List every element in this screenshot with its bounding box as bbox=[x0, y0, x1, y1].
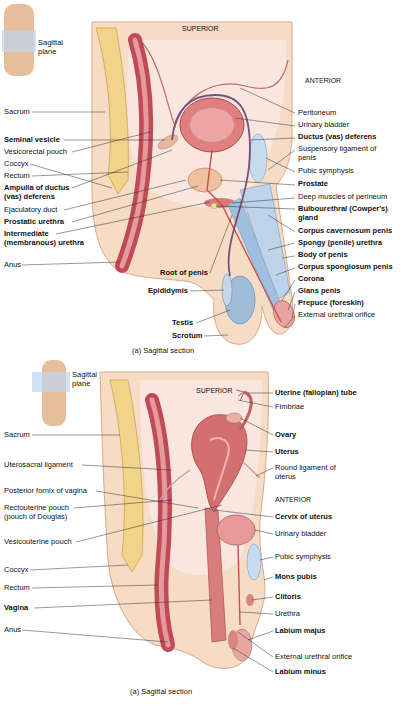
pubic-bone bbox=[247, 544, 261, 580]
part-label: Cervix of uterus bbox=[275, 512, 332, 521]
direction-label: ANTERIOR bbox=[275, 495, 311, 504]
part-label: Deep muscles of perineum bbox=[298, 192, 387, 201]
direction-label: SUPERIOR bbox=[182, 24, 219, 33]
part-label: Prepuce (foreskin) bbox=[298, 298, 364, 307]
prostate-shape bbox=[188, 168, 222, 192]
part-label: Ampulla of ductus (vas) deferens bbox=[4, 183, 79, 201]
part-label: External urethral orifice bbox=[298, 310, 375, 319]
body-section bbox=[92, 22, 293, 344]
part-label: Vesicouterine pouch bbox=[4, 537, 72, 546]
part-label: Scrotum bbox=[172, 331, 202, 340]
part-label: Sacrum bbox=[4, 107, 30, 116]
part-label: Urinary bladder bbox=[298, 120, 349, 129]
part-label: Body of penis bbox=[298, 250, 348, 259]
part-label: Coccyx bbox=[4, 159, 29, 168]
part-label: Corona bbox=[298, 274, 324, 283]
part-label: Vesicorectal pouch bbox=[4, 147, 67, 156]
part-label: Rectum bbox=[4, 583, 30, 592]
part-label: Rectum bbox=[4, 171, 30, 180]
part-label: Vagina bbox=[4, 603, 28, 612]
plane-label: Sagittal plane bbox=[72, 370, 104, 388]
part-label: External urethral orifice bbox=[275, 652, 352, 661]
uterus-shape bbox=[192, 415, 247, 512]
leader-line bbox=[22, 88, 295, 336]
part-label: Uterus bbox=[275, 447, 299, 456]
bladder-lumen bbox=[190, 108, 234, 142]
part-label: Prostate bbox=[298, 179, 328, 188]
sacrum-bone bbox=[110, 380, 143, 572]
part-label: Corpus cavernosum penis bbox=[298, 226, 392, 235]
male-illustration bbox=[2, 4, 298, 344]
part-label: Mons pubis bbox=[275, 572, 317, 581]
part-label: Ductus (vas) deferens bbox=[298, 132, 376, 141]
plane-band bbox=[2, 30, 36, 52]
part-label: Round ligament of uterus bbox=[275, 463, 350, 481]
figure-caption: (a) Sagittal section bbox=[130, 687, 192, 696]
rectum-tube bbox=[152, 400, 168, 645]
rectum-lumen bbox=[152, 400, 168, 645]
ductus-line bbox=[172, 95, 250, 276]
ovary-shape bbox=[226, 413, 242, 423]
part-label: Peritoneum bbox=[298, 108, 336, 117]
plane-band bbox=[32, 372, 70, 392]
body-section bbox=[100, 372, 269, 668]
part-label: Clitoris bbox=[275, 592, 301, 601]
part-label: Bulbourethral (Cowper's) gland bbox=[298, 204, 400, 222]
labium-shape bbox=[228, 630, 238, 650]
body-thumbnail bbox=[42, 360, 66, 426]
part-label: Testis bbox=[172, 318, 193, 327]
urethra-line bbox=[238, 545, 240, 625]
sacrum-bone bbox=[96, 28, 128, 194]
figure-caption: (a) Sagittal section bbox=[132, 346, 194, 355]
part-label: Epididymis bbox=[148, 286, 188, 295]
part-label: Uterosacral ligament bbox=[4, 460, 73, 469]
pubic-bone bbox=[249, 134, 267, 182]
direction-label: SUPERIOR bbox=[196, 386, 233, 395]
part-label: Coccyx bbox=[4, 565, 29, 574]
part-label: Sacrum bbox=[4, 430, 30, 439]
part-label: Root of penis bbox=[160, 268, 208, 277]
part-label: Fimbriae bbox=[275, 402, 304, 411]
glans-shape bbox=[270, 297, 298, 330]
direction-label: ANTERIOR bbox=[305, 76, 341, 85]
part-label: Urinary bladder bbox=[275, 529, 326, 538]
plane-label: Sagittal plane bbox=[38, 38, 70, 56]
part-label: Anus bbox=[4, 260, 21, 269]
part-label: Ovary bbox=[275, 430, 296, 439]
part-label: Labium minus bbox=[275, 667, 326, 676]
part-label: Intermediate (membranous) urethra bbox=[4, 229, 94, 247]
part-label: Pubic symphysis bbox=[298, 166, 354, 175]
bladder-shape bbox=[217, 515, 255, 545]
ligament-line bbox=[243, 462, 260, 478]
bladder-shape bbox=[180, 98, 244, 152]
part-label: Ejaculatory duct bbox=[4, 205, 57, 214]
leader-line bbox=[22, 393, 273, 672]
part-label: Posterior fornix of vagina bbox=[4, 486, 87, 495]
fimbriae-shape bbox=[236, 390, 244, 401]
part-label: Pubic symphysis bbox=[275, 552, 331, 561]
part-label: Rectouterine pouch (pouch of Douglas) bbox=[4, 503, 89, 521]
part-label: Spongy (penile) urethra bbox=[298, 238, 382, 247]
part-label: Uterine (fallopian) tube bbox=[275, 388, 357, 397]
part-label: Anus bbox=[4, 625, 21, 634]
rectum-lumen bbox=[122, 40, 146, 266]
part-label: Corpus spongiosum penis bbox=[298, 262, 393, 271]
part-label: Labium majus bbox=[275, 626, 325, 635]
part-label: Glans penis bbox=[298, 286, 341, 295]
ligament-line bbox=[160, 470, 190, 500]
part-label: Urethra bbox=[275, 609, 300, 618]
seminal-vesicle-shape bbox=[156, 132, 180, 152]
rectum-tube bbox=[122, 40, 146, 266]
part-label: Prostatic urethra bbox=[4, 217, 64, 226]
uterine-cavity bbox=[210, 438, 229, 500]
part-label: Seminal vesicle bbox=[4, 135, 60, 144]
part-label: Suspensory ligament of penis bbox=[298, 144, 383, 162]
